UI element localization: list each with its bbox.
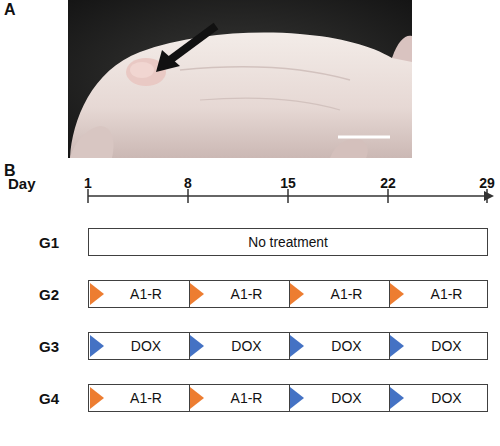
treatment-label: A1-R xyxy=(231,286,263,302)
dose-cell: A1-R xyxy=(289,281,389,307)
mouse-photo xyxy=(68,0,412,158)
treatment-label: DOX xyxy=(331,390,361,406)
dose-cell: DOX xyxy=(189,333,289,359)
axis-title: Day xyxy=(8,176,36,191)
group-label: G1 xyxy=(39,234,59,251)
group-label: G3 xyxy=(39,338,59,355)
dose-cell: DOX xyxy=(289,333,389,359)
dose-cell: A1-R xyxy=(189,281,289,307)
treatment-label: A1-R xyxy=(231,390,263,406)
bar-text: No treatment xyxy=(89,235,487,250)
group-bar: G2A1-RA1-RA1-RA1-R xyxy=(88,280,488,308)
group-label: G2 xyxy=(39,286,59,303)
dose-cell: A1-R xyxy=(189,385,289,411)
timeline-axis xyxy=(88,189,487,203)
treatment-label: DOX xyxy=(131,338,161,354)
group-bar: G1No treatment xyxy=(88,228,488,256)
axis-arrowhead xyxy=(484,191,494,201)
tick-label: 22 xyxy=(380,176,396,190)
tick-label: 8 xyxy=(184,176,192,190)
dose-cell: DOX xyxy=(89,333,189,359)
treatment-label: DOX xyxy=(231,338,261,354)
group-bar: G3DOXDOXDOXDOX xyxy=(88,332,488,360)
treatment-label: A1-R xyxy=(431,286,463,302)
panel-letter: A xyxy=(4,2,16,18)
dose-cell: DOX xyxy=(389,333,489,359)
treatment-label: A1-R xyxy=(331,286,363,302)
dose-cell: A1-R xyxy=(389,281,489,307)
dose-cell: DOX xyxy=(389,385,489,411)
tick-label: 29 xyxy=(479,176,495,190)
tick-label: 15 xyxy=(280,176,296,190)
treatment-label: DOX xyxy=(331,338,361,354)
treatment-label: A1-R xyxy=(130,286,162,302)
dose-cell: A1-R xyxy=(89,385,189,411)
group-bar: G4A1-RA1-RDOXDOX xyxy=(88,384,488,412)
treatment-label: DOX xyxy=(431,338,461,354)
dose-cell: A1-R xyxy=(89,281,189,307)
dose-cell: DOX xyxy=(289,385,389,411)
treatment-label: A1-R xyxy=(130,390,162,406)
treatment-label: DOX xyxy=(431,390,461,406)
dose-markers xyxy=(90,283,404,409)
group-label: G4 xyxy=(39,390,59,407)
tick-label: 1 xyxy=(84,176,92,190)
